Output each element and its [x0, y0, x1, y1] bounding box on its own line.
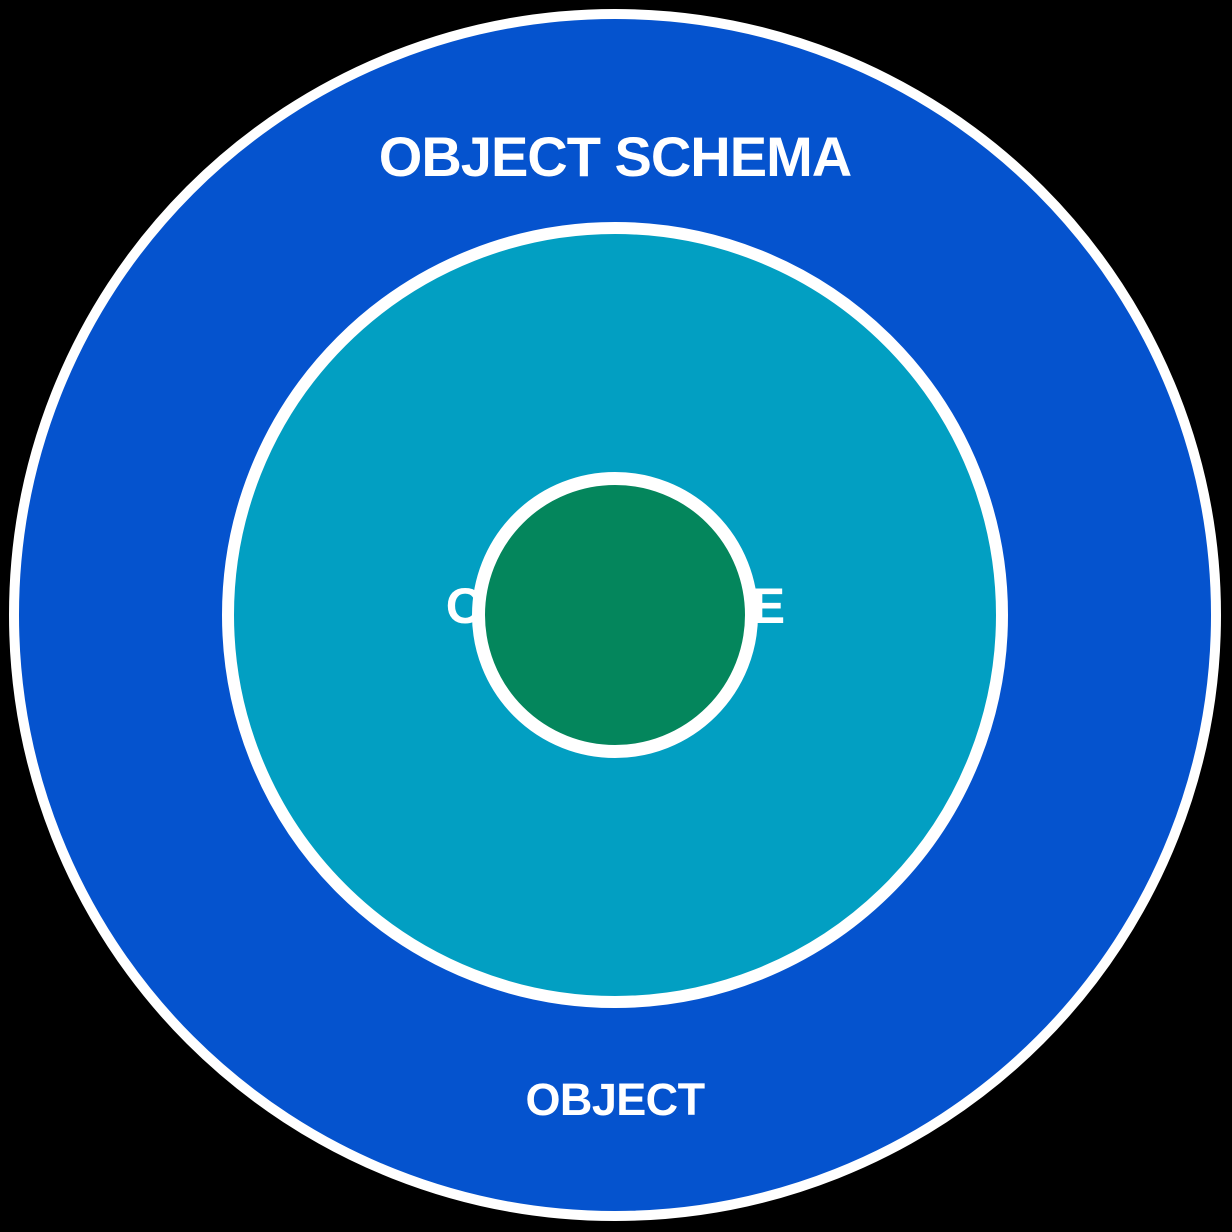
label-object-schema: OBJECT SCHEMA [378, 125, 852, 188]
circle-object[interactable]: OBJECT [472, 472, 758, 1122]
label-object: OBJECT [525, 1074, 706, 1125]
